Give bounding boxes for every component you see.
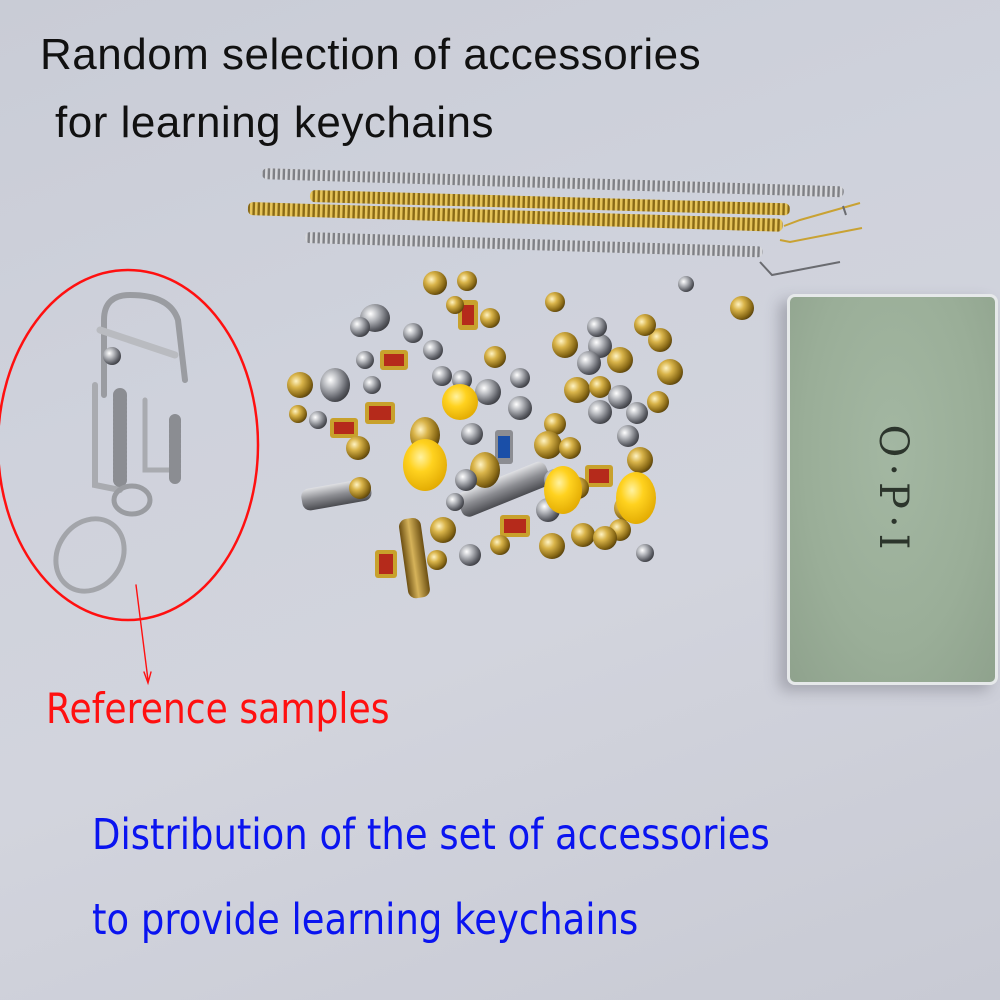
footer-line-2: to provide learning keychains xyxy=(92,895,639,945)
footer-line-1: Distribution of the set of accessories xyxy=(92,810,770,860)
header-line-1: Random selection of accessories xyxy=(40,30,702,79)
sanding-block-brand: O·P·I xyxy=(869,424,916,555)
reference-samples-label: Reference samples xyxy=(46,684,390,733)
keychain-sample xyxy=(0,268,260,686)
sanding-block: O·P·I xyxy=(787,294,998,685)
header-line-2: for learning keychains xyxy=(55,98,495,147)
springs xyxy=(247,168,863,277)
beads xyxy=(287,271,754,599)
